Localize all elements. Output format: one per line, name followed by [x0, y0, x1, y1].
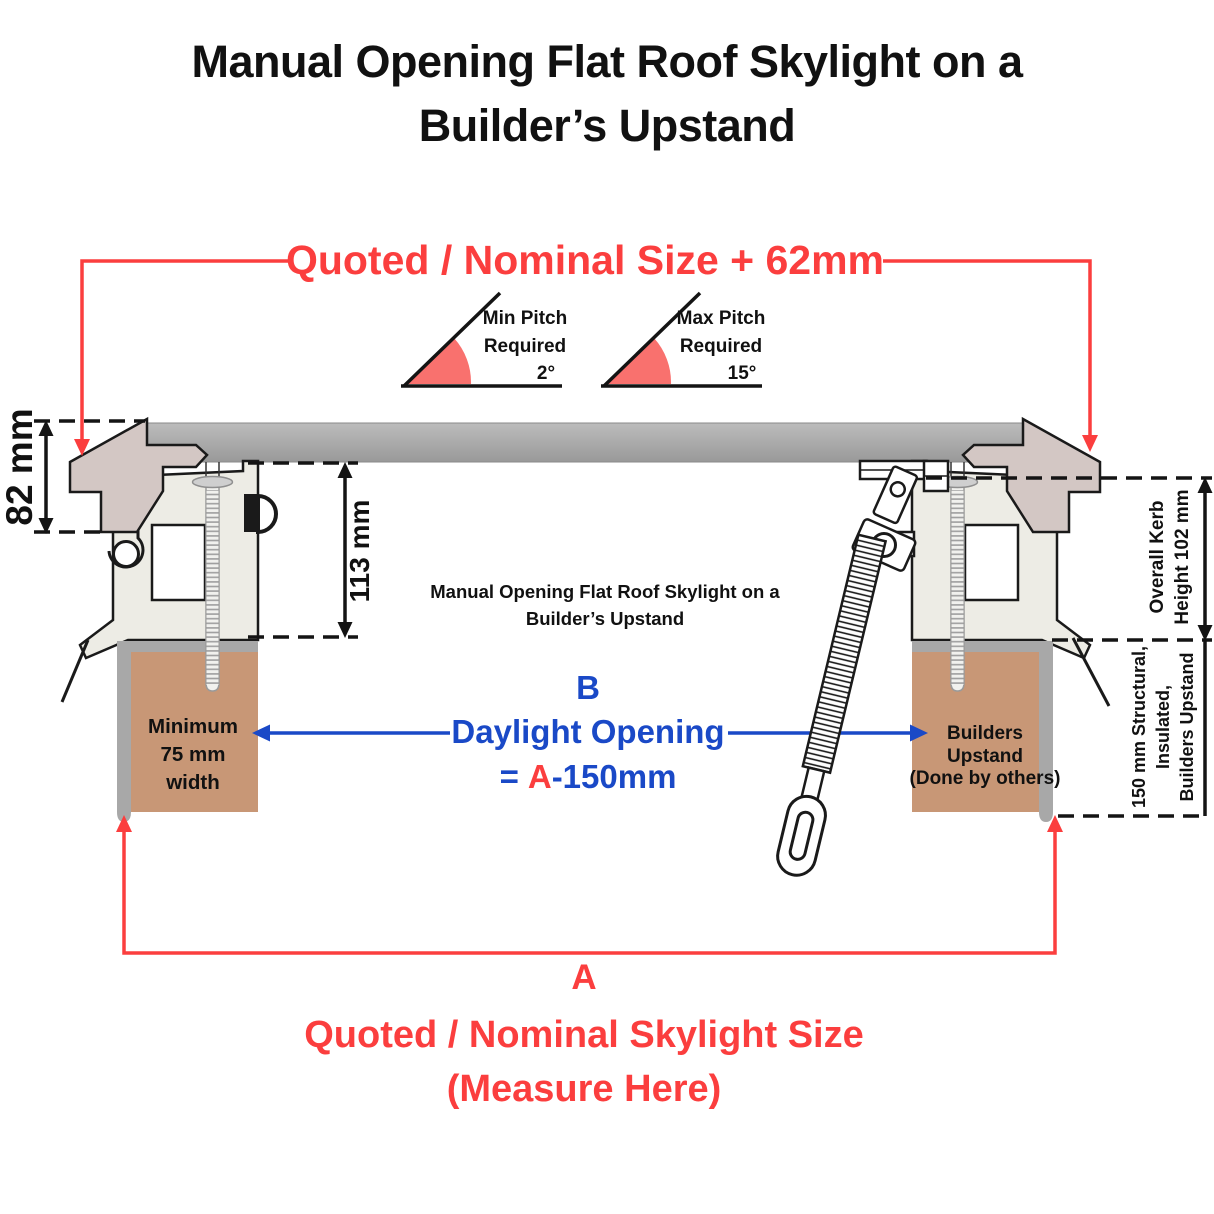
red-arrow-right-up [1047, 815, 1063, 832]
fixing-rod-left [191, 462, 234, 692]
daylight-formula-rest: -150mm [551, 758, 677, 795]
hinge-pin-left [112, 540, 140, 568]
pitch-indicator-max [601, 291, 762, 388]
page-title: Manual Opening Flat Roof Skylight on a B… [0, 30, 1214, 158]
max-pitch-value: 15° [727, 363, 757, 384]
page-title-line2: Builder’s Upstand [418, 100, 796, 151]
dimension-kerb-height [926, 476, 1213, 642]
min-pitch-line1: Min Pitch [482, 308, 568, 329]
page-title-line1: Manual Opening Flat Roof Skylight on a [191, 36, 1023, 87]
overall-kerb-line1: Overall Kerb [1147, 500, 1168, 614]
upstand-right-line3: (Done by others) [909, 768, 1061, 789]
flashing-tail-left [60, 639, 90, 703]
nominal-size-bracket-top [74, 259, 1098, 456]
daylight-arrow-left [252, 724, 270, 742]
dimension-label-overall-kerb: Overall Kerb Height 102 mm [1142, 472, 1198, 642]
daylight-formula-a: A [527, 758, 552, 795]
glazing-panel [139, 422, 1031, 463]
red-arrow-left-up [116, 815, 132, 832]
daylight-opening-label: Daylight Opening [451, 713, 725, 750]
upstand-left [117, 641, 258, 822]
drawing-caption-line2: Builder’s Upstand [525, 608, 685, 629]
dimension-upstand-150 [1058, 641, 1207, 818]
cap-left [68, 416, 209, 534]
clamp-left [244, 494, 256, 532]
top-dimension-label: Quoted / Nominal Size + 62mm [285, 237, 885, 283]
fixing-rod-right [936, 462, 979, 692]
flashing-tail-right [1071, 637, 1111, 707]
upstand-left-label: Minimum 75 mm width [128, 713, 258, 797]
max-pitch-line2: Required [679, 335, 763, 357]
dimension-label-113mm: 113 mm [344, 499, 375, 603]
daylight-arrow-right [910, 724, 928, 742]
daylight-letter: B [576, 669, 600, 706]
upstand-right-line1: Builders [946, 723, 1024, 744]
red-arrow-left-down [74, 439, 90, 456]
max-pitch-label: Max Pitch Required 15° [656, 305, 786, 388]
dimension-82mm [34, 419, 145, 534]
bottom-dimension-line1: Quoted / Nominal Skylight Size [304, 1014, 864, 1056]
drawing-caption-line1: Manual Opening Flat Roof Skylight on a [430, 581, 780, 602]
min-pitch-line2: Required [483, 335, 567, 357]
red-arrow-right-down [1082, 435, 1098, 452]
upstand-left-line3: width [166, 771, 220, 794]
upstand-right-line2: Upstand [947, 745, 1023, 767]
upstand-left-line1: Minimum [148, 715, 238, 738]
kerb-left-profile-notch [150, 523, 207, 602]
drawing-caption: Manual Opening Flat Roof Skylight on a B… [379, 578, 831, 632]
daylight-formula-equals: = [499, 758, 519, 795]
pitch-indicator-min [401, 291, 562, 388]
daylight-formula: =A-150mm [0, 760, 1176, 794]
upstand-right [912, 641, 1053, 822]
opening-spindle [776, 533, 888, 877]
bottom-dimension-letter: A [571, 958, 597, 997]
nominal-size-bracket-bottom [116, 815, 1063, 955]
bottom-dimension-line2: (Measure Here) [446, 1068, 722, 1110]
upstand-right-label: Builders Upstand (Done by others) [904, 723, 1066, 791]
cap-right [961, 416, 1102, 534]
kerb-right-profile-notch [963, 523, 1020, 602]
min-pitch-value: 2° [536, 363, 556, 384]
upstand-spec-line3: Builders Upstand [1177, 652, 1197, 802]
dimension-label-82mm: 82 mm [0, 408, 40, 526]
upstand-left-line2: 75 mm [160, 743, 226, 766]
min-pitch-label: Min Pitch Required 2° [460, 305, 590, 388]
overall-kerb-line2: Height 102 mm [1172, 489, 1193, 625]
max-pitch-line1: Max Pitch [676, 308, 766, 329]
dimension-113mm [248, 461, 358, 639]
